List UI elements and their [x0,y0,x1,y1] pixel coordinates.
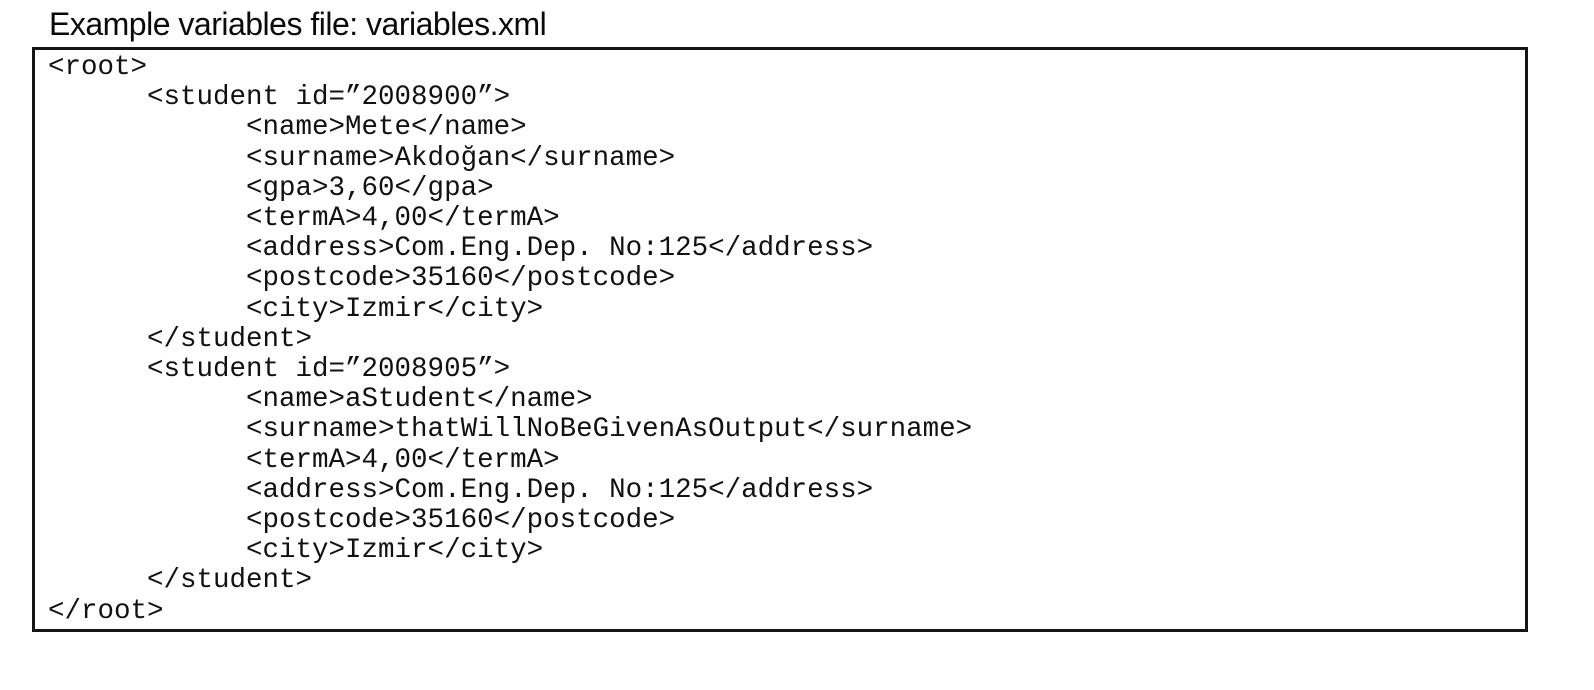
xml-code-listing: <root> <student id=”2008900”> <name>Mete… [48,52,973,627]
page-title: Example variables file: variables.xml [49,6,547,42]
xml-code-box: <root> <student id=”2008900”> <name>Mete… [32,47,1528,632]
